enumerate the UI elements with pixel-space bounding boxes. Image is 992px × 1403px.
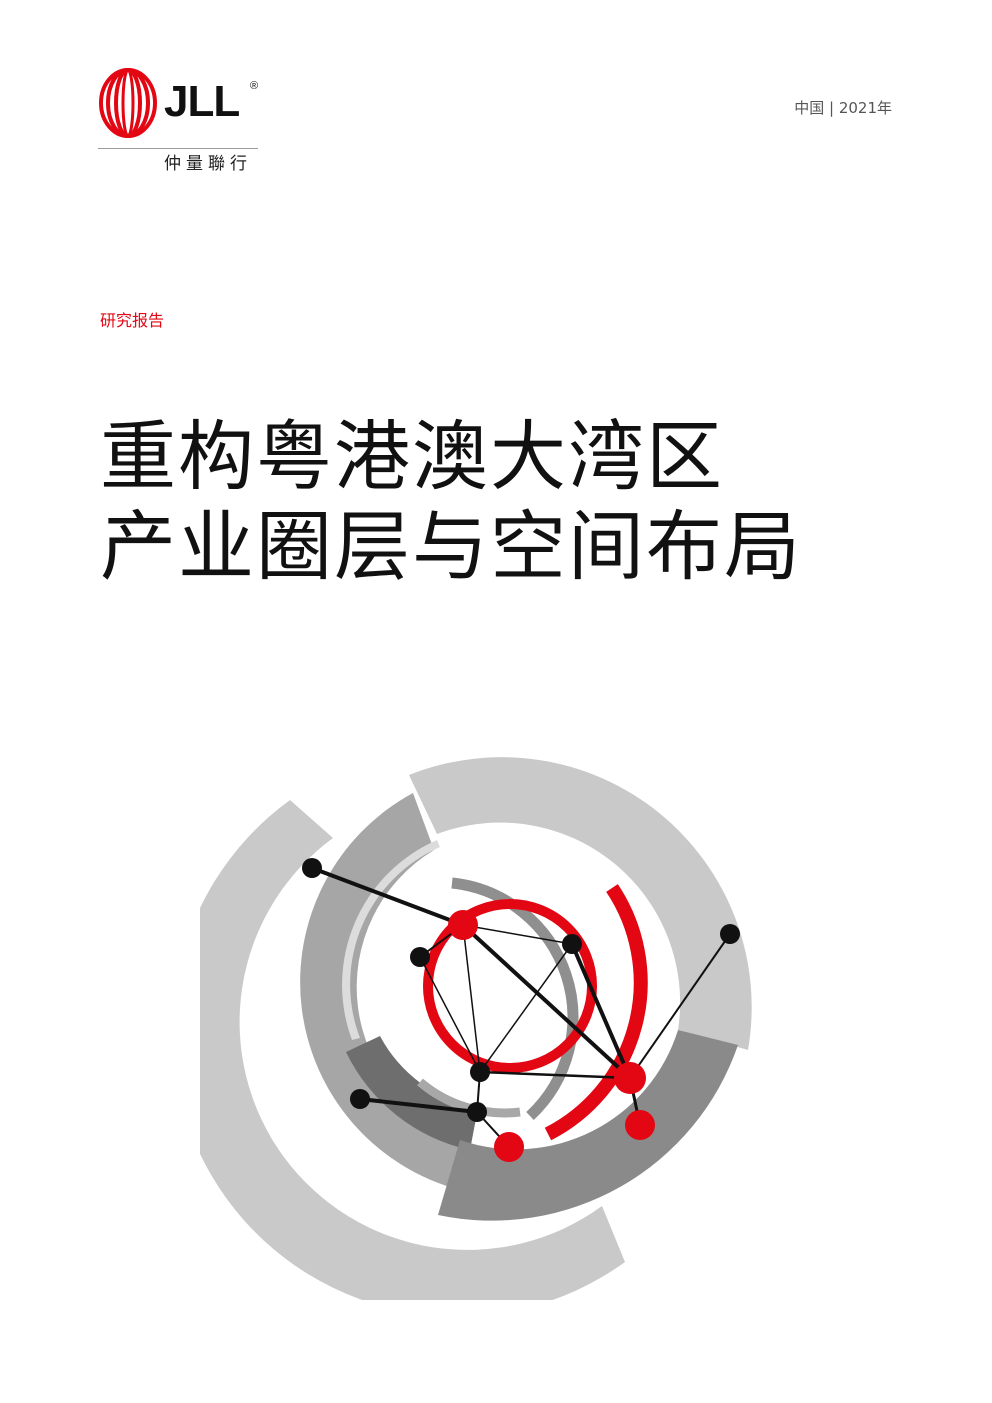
region-year: 中国 | 2021年 — [794, 99, 892, 117]
report-type-label: 研究报告 — [100, 311, 165, 330]
mid-arc-lower-right — [438, 1030, 738, 1221]
node-black — [562, 934, 582, 954]
report-title: 重构粤港澳大湾区 产业圈层与空间布局 — [100, 412, 802, 592]
node-black — [470, 1062, 490, 1082]
logo-wordmark: JLL — [164, 77, 240, 126]
node-red — [625, 1110, 655, 1140]
title-line-2: 产业圈层与空间布局 — [100, 502, 802, 591]
node-black — [720, 924, 740, 944]
logo-divider — [98, 148, 258, 149]
node-black — [467, 1102, 487, 1122]
node-black — [350, 1089, 370, 1109]
node-red — [494, 1132, 524, 1162]
node-black — [410, 947, 430, 967]
network-circle-graphic — [200, 757, 752, 1300]
jll-ring-icon — [99, 68, 157, 138]
outer-arc-left — [200, 800, 625, 1300]
registered-mark: ® — [250, 80, 259, 92]
inner-gray-arc-2 — [417, 1078, 521, 1118]
logo-chinese-name: 仲量聯行 — [164, 154, 252, 174]
jll-logo: JLL ® 仲量聯行 — [98, 68, 268, 180]
outer-arc-top — [409, 757, 752, 1050]
dark-arc-lower — [346, 1036, 478, 1150]
node-black — [302, 858, 322, 878]
red-arc — [544, 884, 648, 1141]
inner-gray-arc — [451, 877, 579, 1121]
inner-pale-ring — [342, 840, 440, 1040]
title-line-1: 重构粤港澳大湾区 — [100, 412, 724, 501]
node-red — [448, 910, 478, 940]
node-red — [614, 1062, 646, 1094]
mid-ring-left — [300, 793, 470, 1190]
